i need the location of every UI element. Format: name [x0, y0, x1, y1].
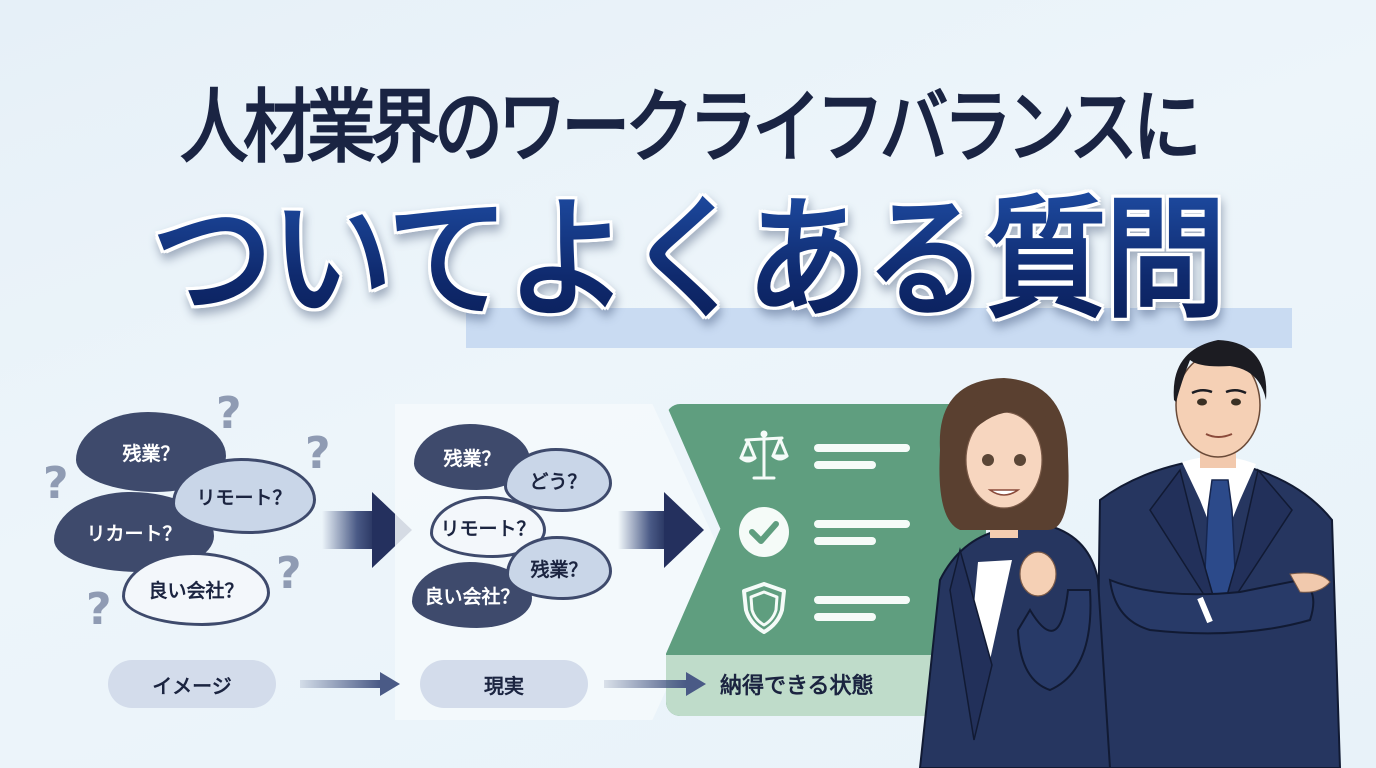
scales-icon — [736, 428, 792, 484]
result-item-shield — [736, 580, 910, 636]
text-lines-placeholder — [814, 519, 910, 545]
label-reality: 現実 — [420, 660, 588, 708]
question-mark-icon: ? — [43, 458, 69, 509]
business-people-illustration — [918, 340, 1342, 768]
label-result: 納得できる状態 — [720, 674, 874, 699]
title-line-2: ついてよくある質問 — [55, 180, 1321, 340]
result-item-balance — [736, 428, 910, 484]
result-item-check — [736, 504, 910, 560]
question-mark-icon: ? — [216, 388, 242, 439]
arrow-right-icon — [618, 492, 704, 568]
cloud-good-company: 良い会社？ — [122, 552, 270, 626]
title-highlight-band — [466, 308, 1292, 348]
cloud-how: どう？ — [504, 448, 612, 512]
check-circle-icon — [736, 504, 792, 560]
text-lines-placeholder — [814, 443, 910, 469]
result-footer — [666, 655, 966, 716]
shield-icon — [736, 580, 792, 636]
cloud-remote: リモート？ — [172, 458, 316, 534]
title-line-1: 人材業界のワークライフバランスに — [179, 81, 1202, 174]
question-mark-icon: ? — [86, 584, 112, 635]
question-mark-icon: ? — [276, 548, 302, 599]
question-mark-icon: ? — [305, 428, 331, 479]
cloud-overtime-2: 残業？ — [506, 536, 612, 600]
arrow-right-icon — [300, 672, 400, 696]
cloud-good-company: 良い会社？ — [412, 562, 532, 628]
man-figure — [1094, 340, 1342, 768]
label-image: イメージ — [108, 660, 276, 708]
woman-figure — [918, 378, 1112, 768]
text-lines-placeholder — [814, 595, 910, 621]
arrow-right-icon — [604, 672, 706, 696]
